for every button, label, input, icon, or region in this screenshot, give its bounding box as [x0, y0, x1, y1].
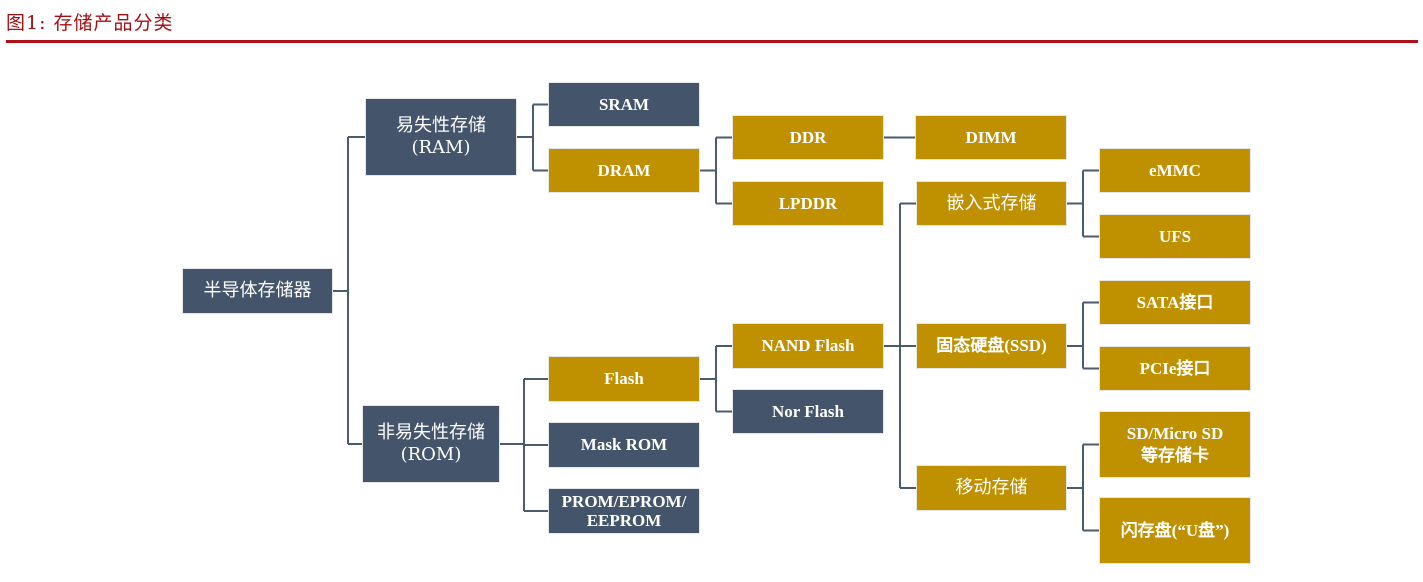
node-prom-eprom-eeprom: PROM/EPROM/ EEPROM — [548, 488, 700, 534]
figure-title: 图1: 存储产品分类 — [6, 12, 174, 34]
node-sram: SRAM — [548, 82, 700, 127]
node-flash: Flash — [548, 356, 700, 402]
node-sd-card: SD/Micro SD 等存储卡 — [1099, 411, 1251, 478]
node-usb-flash-drive: 闪存盘(“U盘”) — [1099, 497, 1251, 564]
node-dimm: DIMM — [915, 115, 1067, 160]
node-emmc: eMMC — [1099, 148, 1251, 193]
node-embedded-storage: 嵌入式存储 — [916, 181, 1067, 226]
title-divider — [6, 40, 1418, 43]
node-mobile-storage: 移动存储 — [916, 465, 1067, 511]
node-mask-rom: Mask ROM — [548, 422, 700, 468]
node-lpddr: LPDDR — [732, 181, 884, 226]
node-semiconductor-memory: 半导体存储器 — [182, 268, 333, 314]
node-volatile-ram: 易失性存储 (RAM) — [365, 98, 517, 176]
node-ddr: DDR — [732, 115, 884, 160]
node-sata-interface: SATA接口 — [1099, 280, 1251, 325]
node-pcie-interface: PCIe接口 — [1099, 346, 1251, 391]
node-ufs: UFS — [1099, 214, 1251, 259]
node-dram: DRAM — [548, 148, 700, 193]
node-nand-flash: NAND Flash — [732, 323, 884, 369]
node-nor-flash: Nor Flash — [732, 389, 884, 434]
node-nonvolatile-rom: 非易失性存储 (ROM) — [362, 405, 500, 483]
node-ssd: 固态硬盘(SSD) — [916, 323, 1067, 369]
